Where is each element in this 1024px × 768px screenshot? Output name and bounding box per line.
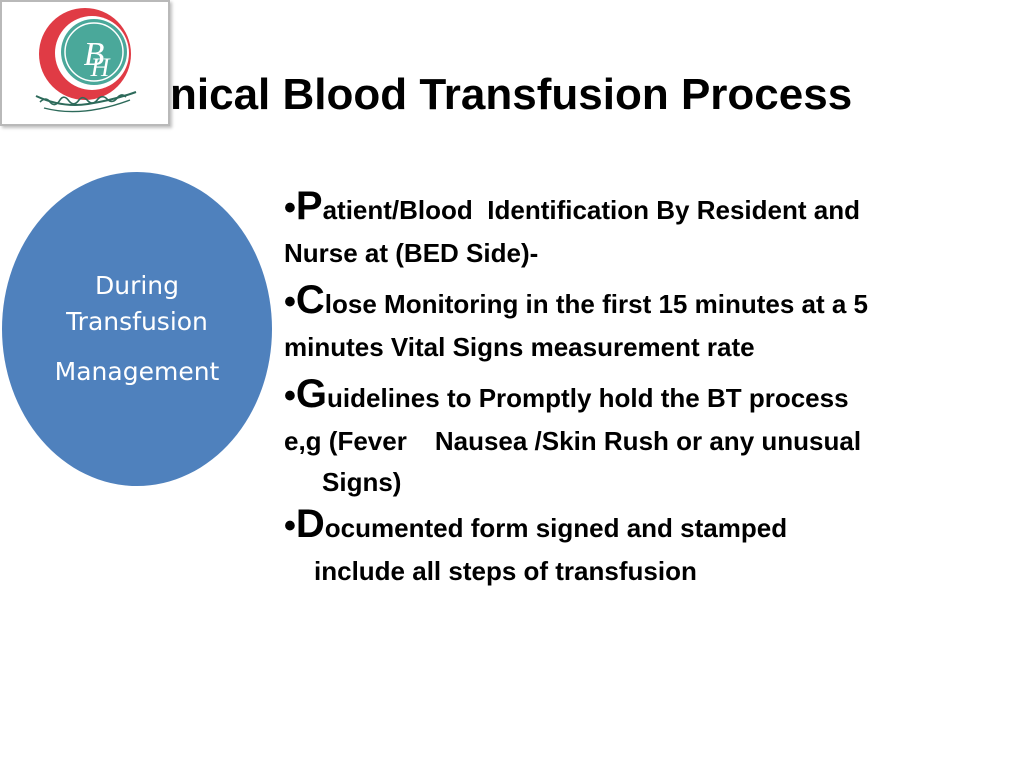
hospital-logo: B H xyxy=(0,0,170,126)
bullet-text-line-2: Nurse at (BED Side)- xyxy=(284,238,539,268)
bullet-item-documented: •Documented form signed and stamped incl… xyxy=(284,504,1004,594)
bullet-text-example: e,g (Fever xyxy=(284,426,407,456)
bullet-item-guidelines: •Guidelines to Promptly hold the BT proc… xyxy=(284,374,1004,500)
bullet-item-close-monitoring: •Close Monitoring in the first 15 minute… xyxy=(284,280,1004,370)
bullet-dot: • xyxy=(284,189,296,227)
logo-letters: B xyxy=(84,36,105,73)
oval-line-1: During xyxy=(94,271,180,300)
bullet-initial: D xyxy=(295,502,325,546)
bullet-initial: C xyxy=(295,278,325,322)
bullet-dot: • xyxy=(284,283,296,321)
bullet-text: lose Monitoring in the first 15 minutes … xyxy=(324,289,868,319)
oval-line-2: Transfusion xyxy=(66,307,208,336)
bullet-text-line-3: Signs) xyxy=(322,467,402,497)
bullet-text: atient/Blood Identification By Resident … xyxy=(322,195,860,225)
bullet-text-line-2: minutes Vital Signs measurement rate xyxy=(284,332,755,362)
bullet-list: •Patient/Blood Identification By Residen… xyxy=(284,186,1004,598)
bullet-initial: G xyxy=(295,372,328,416)
slide-title: nical Blood Transfusion Process xyxy=(170,70,853,119)
bullet-initial: P xyxy=(295,184,323,228)
bullet-text-line-2: include all steps of transfusion xyxy=(314,556,697,586)
bullet-text-symptoms: Nausea /Skin Rush or any unusual xyxy=(434,426,862,456)
bullet-text: ocumented form signed and stamped xyxy=(324,513,788,543)
oval-line-3: Management xyxy=(54,357,220,386)
bullet-text: uidelines to Promptly hold the BT proces… xyxy=(327,383,849,413)
phase-oval: During Transfusion Management xyxy=(2,172,272,486)
bullet-item-patient: •Patient/Blood Identification By Residen… xyxy=(284,186,1004,276)
bullet-dot: • xyxy=(284,377,296,415)
bullet-dot: • xyxy=(284,507,296,545)
hospital-logo-icon: B H xyxy=(35,8,137,113)
svg-text:H: H xyxy=(90,53,111,82)
bullet-text-line-2: e,g (Fever Nausea /Skin Rush or any unusu… xyxy=(284,418,1004,464)
